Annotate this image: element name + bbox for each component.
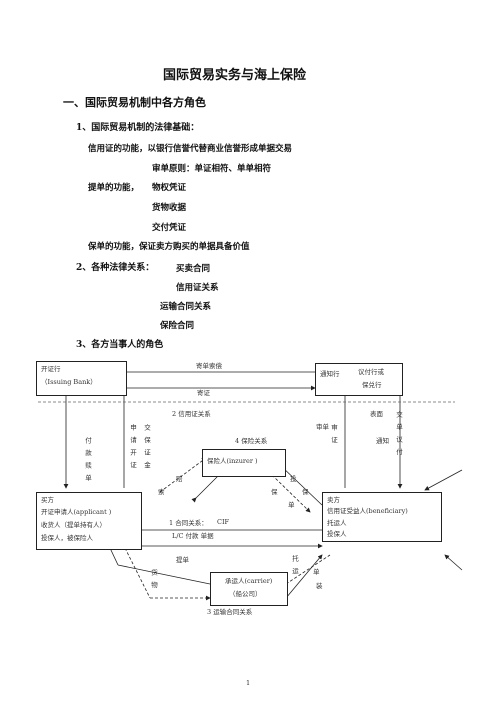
subheading-2: 2、各种法律关系： [76,263,155,273]
subheading-1: 1、国际贸易机制的法律基础： [76,123,200,133]
seller-line-1: 卖方 [327,496,340,504]
label-notify: 通知 [376,437,389,445]
review-principle-text: 审单原则：单证相符、单单相符 [152,164,272,174]
carrier-line-2: （船公司） [229,590,262,598]
confirming-bank-label: 保兑行 [362,381,382,389]
buyer-line-2: 开证申请人(applicant ) [41,508,112,516]
insurer-label: 保险人(inzurer ) [207,457,258,465]
label-pei: 赔 [176,475,183,483]
seller-line-3: 托运人 [327,519,347,527]
label-review-lc: 审证 [329,424,338,449]
seller-line-4: 投保人 [327,530,347,538]
subheading-3: 3、各方当事人的角色 [76,340,164,350]
label-apply-lc: 申请开证 [128,424,137,474]
lc-function-text: 信用证的功能，以银行信誉代替商业信誉形成单据交易 [88,144,293,154]
bl-function-1: 物权凭证 [152,183,187,193]
label-send-lc: 寄证 [197,389,210,397]
issuing-bank-label: 开证行 [41,365,61,373]
advising-bank-box: 通知行 议付行或 保兑行 [315,363,403,396]
label-bill2: 单 [313,568,320,576]
buyer-line-4: 投保人，被保险人 [41,534,93,542]
policy-function-text: 保单的功能，保证卖方购买的单据具备价值 [88,242,250,252]
label-load: 装 [316,582,323,590]
insurer-box: 保险人(inzurer ) [202,449,286,477]
relation-2: 信用证关系 [176,283,219,293]
section-heading-1: 一、国际贸易机制中各方角色 [63,96,206,109]
label-lc-pay: L/C 付款 单据 [172,532,214,540]
label-surface: 表面 [370,410,383,418]
label-consign: 托运 [290,555,299,580]
label-pay-redeem: 付款赎单 [83,437,92,487]
label-review-docs: 审单 [316,423,329,431]
relation-4: 保险合同 [160,321,195,331]
label-tou: 投 [290,475,297,483]
page-title: 国际贸易实务与海上保险 [163,68,307,83]
relation-3: 运输合同关系 [160,302,212,312]
label-suo: 索 [158,488,165,496]
relation-1: 买卖合同 [176,264,211,274]
label-deposit: 交保证金 [142,424,151,474]
carrier-box: 承运人(carrier) （船公司） [210,572,288,606]
label-cif: CIF [217,518,230,526]
page-number: 1 [246,679,251,687]
label-send-claim: 寄单索偿 [196,362,222,370]
label-dan: 单 [288,501,295,509]
issuing-bank-box: 开证行 （Issuing Bank） [36,361,127,396]
bl-function-2: 货物收据 [152,203,187,213]
label-bill: 提单 [176,556,189,564]
label-goods: 货物 [149,569,158,594]
label-bao2: 保 [302,488,309,496]
label-transport: 3 运输合同关系 [207,608,253,616]
label-bao: 保 [271,488,278,496]
bl-function-3: 交付凭证 [152,223,187,233]
label-contract: 1 合同关系： [169,519,208,527]
seller-line-2: 信用证受益人(beneficiary) [327,507,408,515]
negotiating-bank-label: 议付行或 [358,368,384,376]
label-present-docs: 交单议付 [394,411,403,461]
buyer-box: 买方 开证申请人(applicant ) 收货人（提单持有人） 投保人，被保险人 [36,492,142,550]
seller-box: 卖方 信用证受益人(beneficiary) 托运人 投保人 [322,492,442,542]
advising-bank-label: 通知行 [320,370,340,378]
label-lc-relation: 2 信用证关系 [172,410,211,418]
carrier-line-1: 承运人(carrier) [225,577,273,585]
buyer-line-1: 买方 [41,496,54,504]
buyer-line-3: 收货人（提单持有人） [41,521,106,529]
bl-function-label: 提单的功能， [88,183,140,193]
label-ins-relation: 4 保险关系 [235,437,268,445]
issuing-bank-en: （Issuing Bank） [41,378,97,386]
